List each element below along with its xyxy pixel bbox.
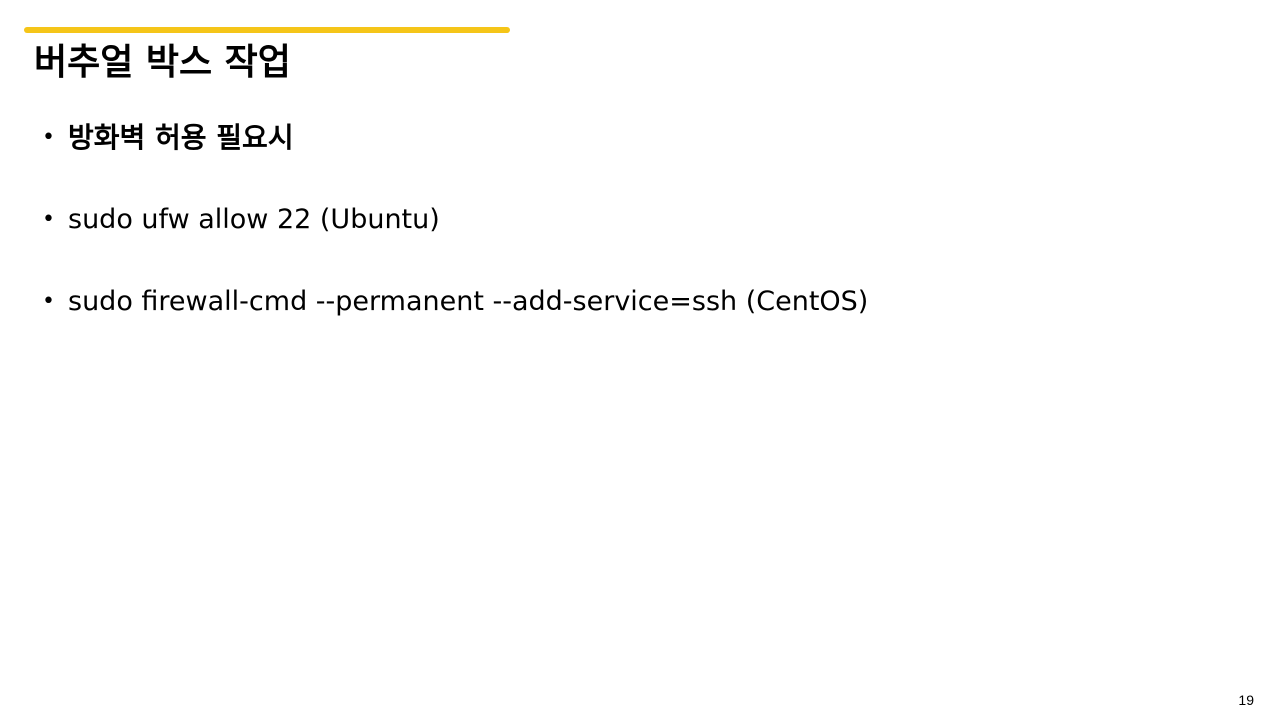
bullet-item-ubuntu-command: • sudo ufw allow 22 (Ubuntu) — [40, 200, 868, 240]
bullet-dot-icon: • — [42, 125, 55, 150]
page-number: 19 — [1238, 692, 1254, 708]
bullet-text: sudo ufw allow 22 (Ubuntu) — [68, 204, 440, 235]
bullet-dot-icon: • — [42, 289, 55, 314]
bullet-dot-icon: • — [42, 207, 55, 232]
bullet-item-firewall-heading: • 방화벽 허용 필요시 — [40, 118, 868, 158]
bullet-list: • 방화벽 허용 필요시 • sudo ufw allow 22 (Ubuntu… — [40, 118, 868, 364]
title-accent-bar — [24, 27, 510, 33]
bullet-text: sudo firewall-cmd --permanent --add-serv… — [68, 286, 869, 317]
slide-title: 버추얼 박스 작업 — [34, 42, 291, 83]
bullet-item-centos-command: • sudo firewall-cmd --permanent --add-se… — [40, 282, 868, 322]
bullet-text: 방화벽 허용 필요시 — [68, 121, 294, 154]
